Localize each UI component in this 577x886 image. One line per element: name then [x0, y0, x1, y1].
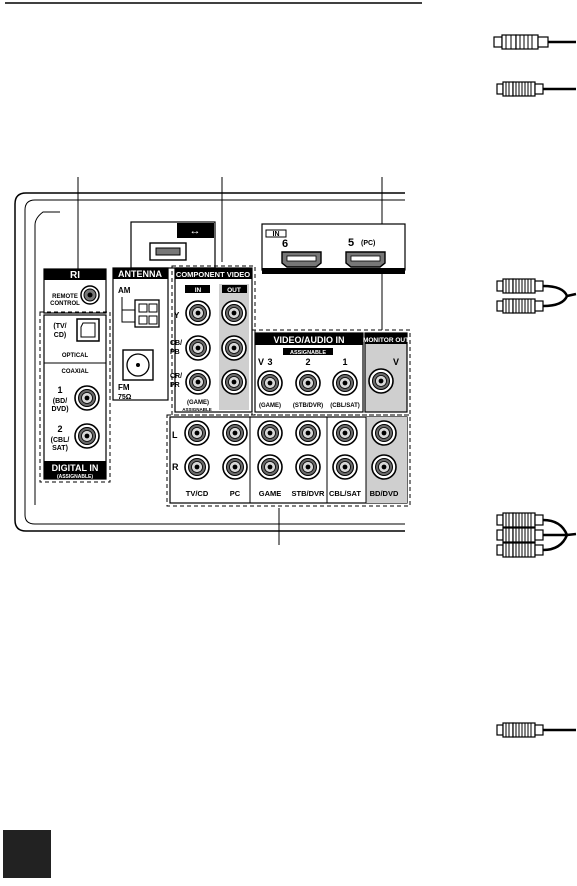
composite-video-cable-plug-icon [496, 722, 576, 738]
component-y-label: Y [174, 311, 180, 320]
optical-label: OPTICAL [62, 353, 89, 359]
remote-control-jack [80, 285, 100, 305]
composite-input-3-number: 3 [267, 357, 272, 367]
video-audio-in-assignable: ASSIGNABLE [290, 350, 326, 356]
audio-in-l-jack-pc [222, 420, 248, 446]
component-assignable-label: ASSIGNABLE [182, 407, 212, 412]
optical-jack [76, 318, 100, 342]
hdmi-port-5 [345, 251, 386, 268]
component-in-y-jack [185, 300, 211, 326]
fm-label: FM [118, 383, 130, 392]
monitor-out-title: MONITOR OUT [363, 337, 409, 344]
coaxial-label: COAXIAL [62, 369, 89, 375]
component-in-cr-jack [185, 369, 211, 395]
usb-symbol-icon: ↔ [190, 225, 201, 237]
audio-in-label-pc: PC [230, 489, 241, 498]
composite-video-jack-game [257, 370, 283, 396]
digital-in-title: DIGITAL IN [52, 463, 99, 473]
optical-input-name-1: (TV/ [53, 323, 66, 330]
composite-input-1-number: 1 [342, 357, 347, 367]
remote-control-label-2: CONTROL [50, 301, 80, 307]
optical-cable-plug-icon [493, 34, 576, 50]
component-cr-label-2: PR [170, 382, 180, 389]
analog-audio-cable-plug-icon [496, 278, 577, 314]
component-in-cb-jack [185, 335, 211, 361]
audio-in-label-cbl-sat: CBL/SAT [329, 489, 361, 498]
hdmi-port-6-label: 6 [282, 238, 288, 250]
page-tab-marker [3, 830, 51, 878]
composite-input-2-name: (STB/DVR) [293, 403, 323, 409]
digital-in-assignable: (ASSIGNABLE) [57, 474, 93, 480]
component-cb-label-1: CB/ [170, 340, 182, 347]
composite-input-1-name: (CBL/SAT) [330, 403, 360, 409]
audio-in-r-jack-pc [222, 454, 248, 480]
audio-in-label-tv-cd: TV/CD [186, 489, 209, 498]
component-out-label: OUT [227, 287, 241, 294]
hdmi-port-5-label: 5 [348, 237, 354, 249]
remote-control-label-1: REMOTE [52, 294, 78, 300]
component-video-cable-plug-icon [496, 512, 577, 558]
audio-in-l-jack-tv-cd [184, 420, 210, 446]
hdmi-port-6 [281, 251, 322, 268]
audio-in-r-jack-game [257, 454, 283, 480]
composite-input-2-number: 2 [305, 357, 310, 367]
fm-antenna-jack [122, 349, 154, 381]
component-game-label: (GAME) [187, 400, 209, 406]
fm-impedance-label: 75Ω [118, 394, 132, 401]
component-video-title: COMPONENT VIDEO [176, 270, 250, 279]
audio-in-r-jack-cbl-sat [332, 454, 358, 480]
audio-in-r-jack-bd-dvd [371, 454, 397, 480]
audio-in-l-jack-game [257, 420, 283, 446]
composite-input-3-name: (GAME) [259, 403, 281, 409]
coax-2-name-1: (CBL/ [51, 437, 70, 444]
audio-in-l-jack-stb-dvr [295, 420, 321, 446]
component-out-y-jack [221, 300, 247, 326]
coaxial-cable-plug-icon [496, 81, 576, 97]
coax-1-number: 1 [57, 385, 62, 395]
composite-v-label: V [258, 357, 264, 367]
am-antenna-terminal [121, 297, 160, 328]
audio-in-l-label: L [172, 430, 178, 440]
antenna-title: ANTENNA [118, 269, 162, 279]
component-out-cb-jack [221, 335, 247, 361]
coax-1-name-1: (BD/ [53, 398, 67, 405]
audio-in-l-jack-cbl-sat [332, 420, 358, 446]
hdmi-in-label: IN [273, 231, 280, 238]
coaxial-jack-2 [74, 423, 100, 449]
video-audio-in-title: VIDEO/AUDIO IN [273, 335, 344, 345]
audio-in-label-bd-dvd: BD/DVD [370, 489, 399, 498]
component-in-label: IN [195, 287, 202, 294]
am-label: AM [118, 286, 131, 295]
ri-title: RI [70, 270, 80, 281]
audio-in-r-jack-stb-dvr [295, 454, 321, 480]
monitor-out-v-label: V [393, 357, 399, 367]
component-cb-label-2: PB [170, 349, 180, 356]
coax-2-number: 2 [57, 424, 62, 434]
component-out-cr-jack [221, 369, 247, 395]
composite-video-jack-cbl-sat [332, 370, 358, 396]
audio-in-label-stb-dvr: STB/DVR [292, 489, 326, 498]
hdmi-port-5-note: (PC) [361, 240, 375, 247]
coax-2-name-2: SAT) [52, 445, 68, 452]
audio-in-l-jack-bd-dvd [371, 420, 397, 446]
optical-input-name-2: CD) [54, 332, 66, 339]
audio-in-r-label: R [172, 462, 179, 472]
coaxial-jack-1 [74, 385, 100, 411]
component-cr-label-1: CR/ [170, 373, 182, 380]
monitor-out-jack [368, 368, 394, 394]
composite-video-jack-stb-dvr [295, 370, 321, 396]
audio-in-label-game: GAME [259, 489, 282, 498]
coax-1-name-2: DVD) [51, 406, 68, 413]
audio-in-r-jack-tv-cd [184, 454, 210, 480]
